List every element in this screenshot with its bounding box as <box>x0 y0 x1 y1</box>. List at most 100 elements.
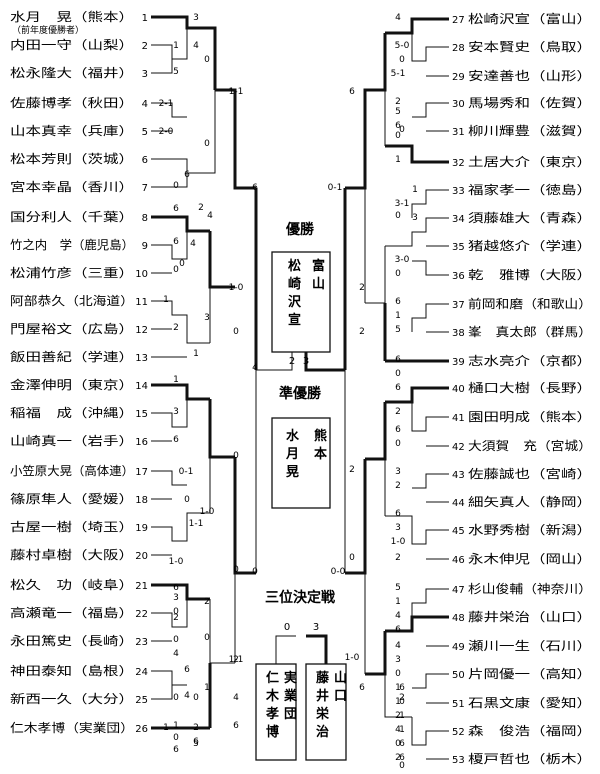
player-number: 9 <box>142 241 148 252</box>
match-score: 1 <box>193 349 199 359</box>
match-score: 6 <box>173 583 179 593</box>
player-number: 15 <box>135 409 148 420</box>
runnerup-title: 準優勝 <box>279 385 322 402</box>
match-score: 1 <box>173 721 179 731</box>
match-score: 2 <box>395 753 401 763</box>
match-score: 0 <box>173 635 179 645</box>
match-score: 0 <box>233 565 239 575</box>
player-name: 藤井栄治（山口） <box>468 610 592 624</box>
match-score: 1-0 <box>169 557 184 567</box>
match-score: 0-0 <box>331 567 346 577</box>
player-number: 11 <box>135 297 148 308</box>
third-score-right: 3 <box>313 622 319 633</box>
bracket-line <box>208 399 235 459</box>
match-score: 6 <box>359 683 365 693</box>
player-name: 山崎真一（岩手） <box>10 433 134 448</box>
match-score: 2 <box>359 283 365 293</box>
bracket-line <box>411 303 449 332</box>
match-score: 5 <box>395 325 401 335</box>
match-score: 3 <box>193 13 199 23</box>
player-note: （前年度優勝者） <box>12 24 84 36</box>
player-name: 稲福 成（沖縄） <box>10 405 134 420</box>
match-score: 6 <box>233 721 239 731</box>
match-score: 4 <box>395 725 401 735</box>
player-name: 国分利人（千葉） <box>10 210 134 224</box>
player-number: 39 <box>452 357 465 368</box>
runnerup-panel: 準優勝 水月晃 熊本 <box>271 385 331 509</box>
player-number: 46 <box>452 555 465 566</box>
match-score: 1-1 <box>189 519 204 529</box>
player-number: 2 <box>142 41 148 52</box>
match-score: 1 <box>395 683 401 693</box>
bracket-line <box>275 635 296 664</box>
player-name: 佐藤誠也（宮崎） <box>468 466 592 481</box>
match-score: 0 <box>395 669 401 679</box>
match-score: 0 <box>233 327 239 337</box>
player-number: 50 <box>452 670 465 681</box>
player-name: 金澤伸明（東京） <box>10 377 134 392</box>
match-score: 0 <box>395 439 401 449</box>
match-score: 1-0 <box>391 537 406 547</box>
player-number: 22 <box>135 609 148 620</box>
player-name: 細矢真人（静岡） <box>468 495 592 509</box>
match-score: 4 <box>395 611 401 621</box>
player-name: 榎戸哲也（栃木） <box>468 751 592 766</box>
match-score: 0 <box>399 697 405 707</box>
match-score: 6 <box>184 665 190 675</box>
match-score: 6 <box>395 121 401 131</box>
player-name: 竹之内 学（鹿児島） <box>10 237 134 252</box>
match-score: 6 <box>399 753 405 763</box>
player-name: 峯 真太郎（群馬） <box>468 324 592 339</box>
bracket-line <box>151 670 187 686</box>
bracket-line <box>345 459 367 575</box>
player-name: 樋口大樹（長野） <box>468 380 592 395</box>
player-name: 福家孝一（徳島） <box>468 182 592 197</box>
match-score: 2 <box>349 465 355 475</box>
match-score: 3-0 <box>395 255 410 265</box>
third-left-box <box>255 663 297 761</box>
match-score: 4 <box>395 13 401 23</box>
match-score: 6 <box>252 183 258 193</box>
bracket-line <box>151 158 188 173</box>
bracket-line <box>151 399 188 428</box>
bracket-line <box>215 88 256 190</box>
match-score: 1-1 <box>229 87 244 97</box>
champion-name: 松崎沢宣 <box>288 258 302 328</box>
match-score: 1 <box>395 155 401 165</box>
player-number: 37 <box>452 300 465 311</box>
bracket-line <box>412 102 449 118</box>
match-score: 2 <box>395 711 401 721</box>
champion-box <box>271 251 331 353</box>
bracket-line <box>151 383 210 401</box>
bracket-line <box>151 44 173 59</box>
champion-title: 優勝 <box>285 221 315 238</box>
player-number: 32 <box>452 158 465 169</box>
player-name: 高瀬竜一（福島） <box>10 605 134 620</box>
match-score: 6 <box>395 625 401 635</box>
player-name: 内田一守（山梨） <box>10 38 134 52</box>
player-number: 28 <box>452 43 465 54</box>
match-score: 0-1 <box>179 467 194 477</box>
player-name: 松本芳則（茨城） <box>10 152 134 166</box>
bracket-line <box>151 102 187 118</box>
bracket-line <box>151 470 187 486</box>
player-name: 石黒文康（愛知） <box>468 695 592 710</box>
match-score: 0 <box>193 693 199 703</box>
match-score: 2 <box>198 203 204 213</box>
bracket-line <box>411 189 449 218</box>
player-name: 永田篤史（長崎） <box>10 634 134 648</box>
player-name: 篠原隼人（愛媛） <box>10 491 134 506</box>
match-score: 6 <box>193 737 199 747</box>
third-right-box <box>305 663 347 761</box>
bracket-line <box>208 231 235 289</box>
player-name: 前岡和磨（和歌山） <box>468 296 592 311</box>
third-right-prefecture: 山口 <box>334 670 347 704</box>
match-score: 0 <box>173 607 179 617</box>
bracket-line <box>151 215 210 233</box>
champion-prefecture: 富山 <box>312 258 325 292</box>
player-name: 土居大介（東京） <box>468 155 592 169</box>
player-number: 52 <box>452 727 465 738</box>
bracket-line <box>385 615 449 633</box>
match-score: 6 <box>395 425 401 435</box>
